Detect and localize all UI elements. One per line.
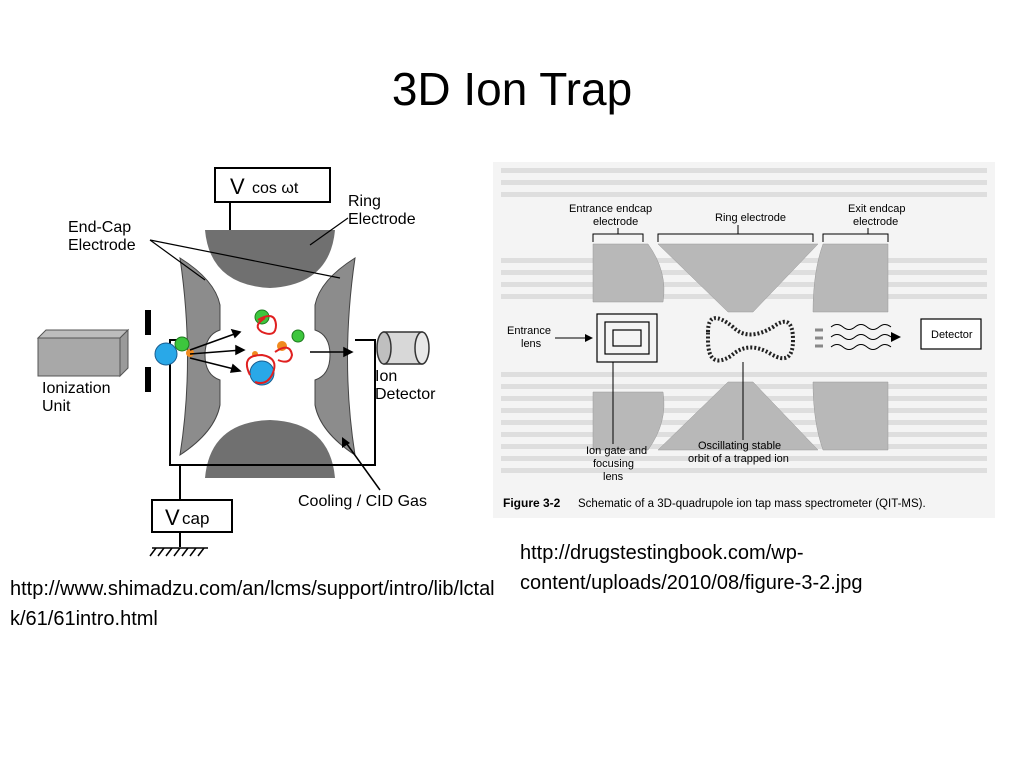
entrance-endcap-label-line1: Entrance endcap bbox=[569, 203, 652, 215]
exit-endcap bbox=[812, 243, 889, 313]
rf-voltage-sub: cos ωt bbox=[252, 180, 299, 197]
cap-voltage-sub: cap bbox=[182, 509, 209, 528]
ion-gate-label-line3: lens bbox=[603, 471, 624, 483]
ring-label-line1: Ring bbox=[348, 193, 381, 210]
entrance-lens bbox=[596, 313, 658, 363]
ring-electrode-label: Ring electrode bbox=[715, 212, 786, 224]
detector-box bbox=[920, 318, 982, 350]
entrance-lens-label-line1: Entrance bbox=[507, 325, 551, 337]
endcap-label-line2: Electrode bbox=[68, 237, 136, 254]
exit-endcap-label-line1: Exit endcap bbox=[848, 203, 905, 215]
gas-label: Cooling / CID Gas bbox=[298, 493, 427, 510]
detector-label-line2: Detector bbox=[375, 386, 436, 403]
ring-electrode-bottom bbox=[205, 420, 335, 478]
cap-voltage-main: V bbox=[165, 505, 180, 530]
figure-number: Figure 3-2 bbox=[503, 496, 561, 510]
ground-icon bbox=[149, 547, 208, 557]
ring-electrode-top bbox=[205, 230, 335, 288]
left-source-caption: http://www.shimadzu.com/an/lcms/support/… bbox=[10, 578, 495, 630]
exit-endcap-label-line2: electrode bbox=[853, 216, 898, 228]
endcap-label-line1: End-Cap bbox=[68, 219, 131, 236]
right-source-caption: http://drugstestingbook.com/wp-content/u… bbox=[520, 542, 863, 594]
endcap-electrode-left bbox=[179, 256, 221, 457]
cap-voltage-box: V cap bbox=[151, 499, 233, 533]
ring-label-line2: Electrode bbox=[348, 211, 416, 228]
endcap-electrode-right bbox=[314, 256, 356, 457]
ion-gate-label-line2: focusing bbox=[593, 458, 634, 470]
ionization-label-line1: Ionization bbox=[42, 380, 111, 397]
rf-voltage-main: V bbox=[230, 174, 245, 199]
entrance-lens-label-line2: lens bbox=[521, 338, 542, 350]
orbit-label-line1: Oscillating stable bbox=[698, 440, 781, 452]
figure-caption: Schematic of a 3D-quadrupole ion tap mas… bbox=[578, 498, 926, 510]
orbit-label-line2: orbit of a trapped ion bbox=[688, 453, 789, 465]
ionization-label-line2: Unit bbox=[42, 398, 71, 415]
ring-electrode-upper bbox=[657, 243, 819, 313]
ion-orbit bbox=[706, 316, 796, 363]
rf-voltage-box: V cos ωt bbox=[214, 167, 331, 203]
ion-gate-label-line1: Ion gate and bbox=[586, 445, 647, 457]
slide-title: 3D Ion Trap bbox=[391, 63, 633, 115]
ring-electrode-lower bbox=[657, 381, 819, 451]
entrance-endcap-label-line2: electrode bbox=[593, 216, 638, 228]
ionization-unit bbox=[36, 328, 130, 378]
entrance-endcap bbox=[592, 243, 665, 303]
ion-trap-diagram: V cos ωt Ring Electrode End-Cap Electrod… bbox=[36, 167, 436, 557]
detector-label: Detector bbox=[931, 329, 973, 341]
ion-detector bbox=[376, 331, 430, 365]
detector-label-line1: Ion bbox=[375, 368, 397, 385]
qit-ms-schematic: Entrance endcap electrode Ring electrode… bbox=[493, 162, 995, 518]
